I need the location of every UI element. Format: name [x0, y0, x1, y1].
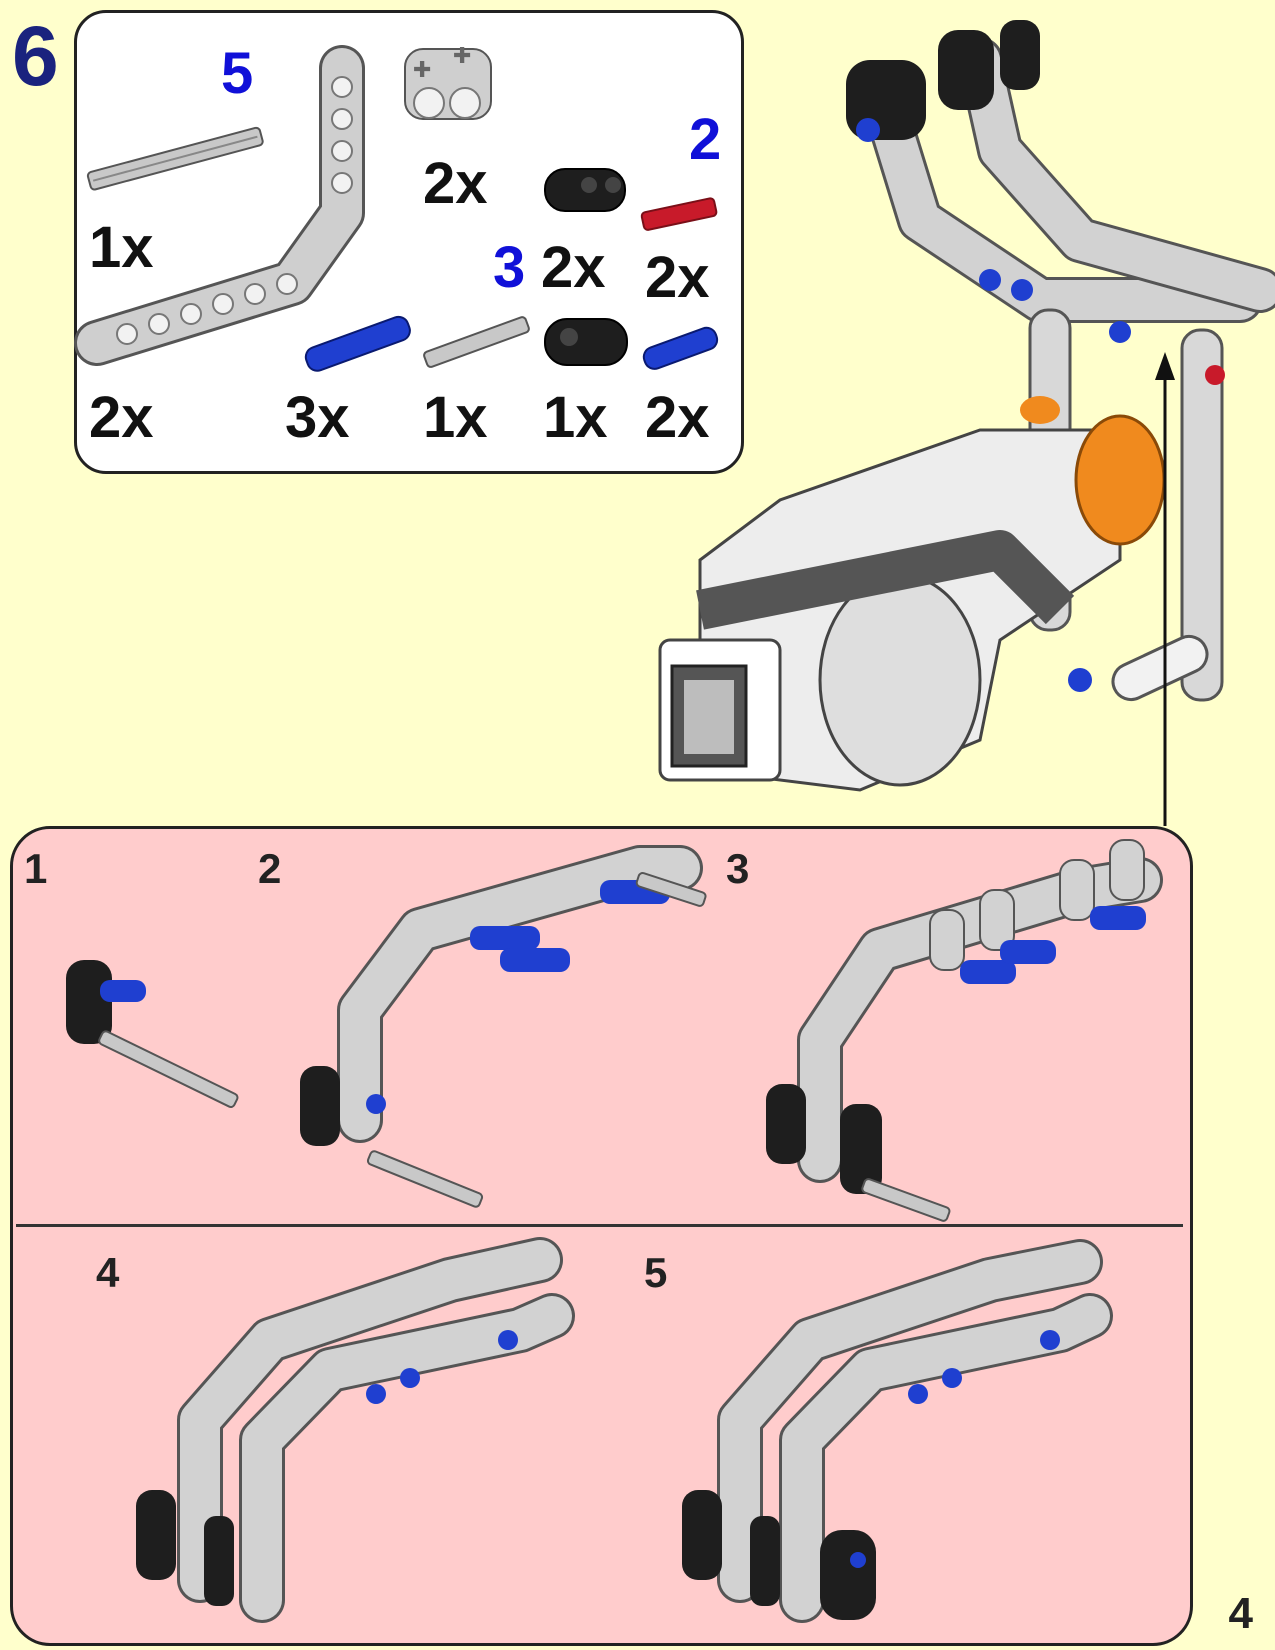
black-cross-connector-image [544, 318, 628, 366]
red-axle-quantity: 2x [645, 245, 710, 310]
blue-axle-pin-quantity: 3x [285, 385, 350, 450]
axle-3-image [423, 316, 530, 368]
blue-pin-quantity: 2x [645, 385, 710, 450]
red-axle-length: 2 [689, 107, 722, 172]
substep-1-number: 1 [24, 845, 48, 892]
substep-4-number: 4 [96, 1249, 120, 1296]
svg-text:✚: ✚ [413, 58, 431, 83]
substep-5-number: 5 [644, 1249, 668, 1296]
cross-block-image: ✚ ✚ [404, 44, 492, 120]
axle-5-length: 5 [221, 41, 254, 106]
red-axle-image [640, 197, 718, 231]
bent-beam-image [74, 45, 365, 366]
axle-3-length: 3 [493, 235, 526, 300]
axle-5-image [86, 126, 264, 191]
axle-5-quantity: 1x [89, 215, 154, 280]
blue-axle-pin-image [304, 315, 411, 372]
cross-block-quantity: 2x [423, 151, 488, 216]
axle-3-quantity: 1x [423, 385, 488, 450]
black-cross-connector-quantity: 1x [543, 385, 608, 450]
parts-list-panel: ✚ ✚ 5 3 2 1x 2x 2x 2x 2x 3x 1x 1x [74, 10, 744, 474]
bent-beam-quantity: 2x [89, 385, 154, 450]
substep-3-number: 3 [726, 845, 750, 892]
page-number: 4 [1228, 1589, 1253, 1638]
substep-2-number: 2 [258, 845, 282, 892]
black-connector-image [544, 168, 626, 212]
svg-text:✚: ✚ [453, 44, 471, 69]
step-number: 6 [12, 9, 59, 103]
blue-pin-image [642, 326, 719, 370]
sub-assembly-divider [16, 1224, 1183, 1227]
black-connector-quantity: 2x [541, 235, 606, 300]
